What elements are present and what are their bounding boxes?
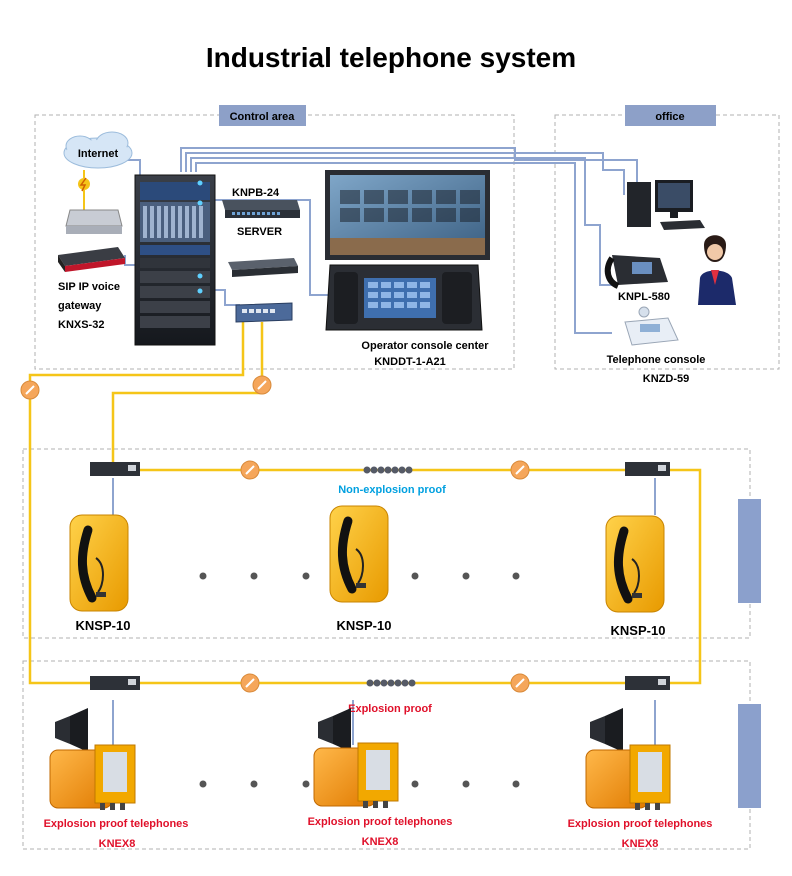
diagram-title: Industrial telephone system [206,42,576,73]
knex-phone-1-icon [49,744,136,810]
gateway-label-3: KNXS-32 [58,319,104,331]
ellipsis-upper-left [199,572,310,580]
knex-title-3: Explosion proof telephones [568,818,713,830]
horn-speaker-3-icon [590,708,623,752]
ip-phone-icon [604,255,668,289]
server-rack-icon [134,174,216,346]
network-switch-icon [235,302,293,323]
internet-cloud-icon [63,131,133,169]
video-wall-icon [325,170,490,260]
knsp-phone-2-icon [329,505,389,603]
desktop-pc-icon [627,180,705,230]
knsp-phone-1-icon [69,514,129,612]
ellipsis-lower-right [411,780,520,788]
knsp-phone-3-icon [605,515,665,613]
non-explosion-label: Non-explosion proof [338,484,446,496]
media-converter-upper-right [625,462,670,476]
control-area-label: Control area [230,111,296,123]
media-converter-upper-left [90,462,140,476]
knex-model-3: KNEX8 [622,838,659,850]
knpb-switch-icon [222,200,300,218]
server-label: SERVER [237,226,282,238]
media-converter-lower-left [90,676,140,690]
operator-person-icon [698,235,736,305]
knsp-label-3: KNSP-10 [611,623,666,638]
ellipsis-lower-left [199,780,310,788]
internet-router-icon [65,209,123,234]
sip-gateway-icon [58,247,125,272]
control-area: Control area [34,105,515,370]
gateway-label-2: gateway [58,300,102,312]
office-area-label: office [655,111,684,123]
server-unit-icon [228,258,298,277]
knex-title-1: Explosion proof telephones [44,818,189,830]
fiber-connectors [20,375,530,693]
office-area-tag [625,105,716,126]
fiber-coil-upper [363,466,413,474]
console-label-2: KNDDT-1-A21 [374,356,446,368]
knex-phone-2-icon [313,742,399,808]
office-area: office [554,105,780,370]
knpl-label: KNPL-580 [618,291,670,303]
knex-title-2: Explosion proof telephones [308,816,453,828]
knsp-label-1: KNSP-10 [76,618,131,633]
fiber-coil-lower [366,679,416,687]
ellipsis-upper-right [411,572,520,580]
explosion-label: Explosion proof [348,703,432,715]
knex-phone-3-icon [585,744,671,810]
media-converter-lower-right [625,676,670,690]
knex-model-1: KNEX8 [99,838,136,850]
lightning-icon [78,177,90,192]
internet-label: Internet [78,148,119,160]
fiber-ring [28,322,702,685]
dispatch-console-icon [325,264,483,331]
gateway-label-1: SIP IP voice [58,281,120,293]
tel-console-label-1: Telephone console [607,354,706,366]
knex-model-2: KNEX8 [362,836,399,848]
knpb-label: KNPB-24 [232,187,280,199]
console-label-1: Operator console center [361,340,489,352]
tel-console-label-2: KNZD-59 [643,373,689,385]
horn-speaker-2-icon [318,708,351,752]
horn-speaker-1-icon [55,708,88,752]
side-bar-upper [738,499,761,603]
knsp-label-2: KNSP-10 [337,618,392,633]
side-bar-lower [738,704,761,808]
control-area-tag [219,105,306,126]
telephone-console-icon [624,306,679,346]
